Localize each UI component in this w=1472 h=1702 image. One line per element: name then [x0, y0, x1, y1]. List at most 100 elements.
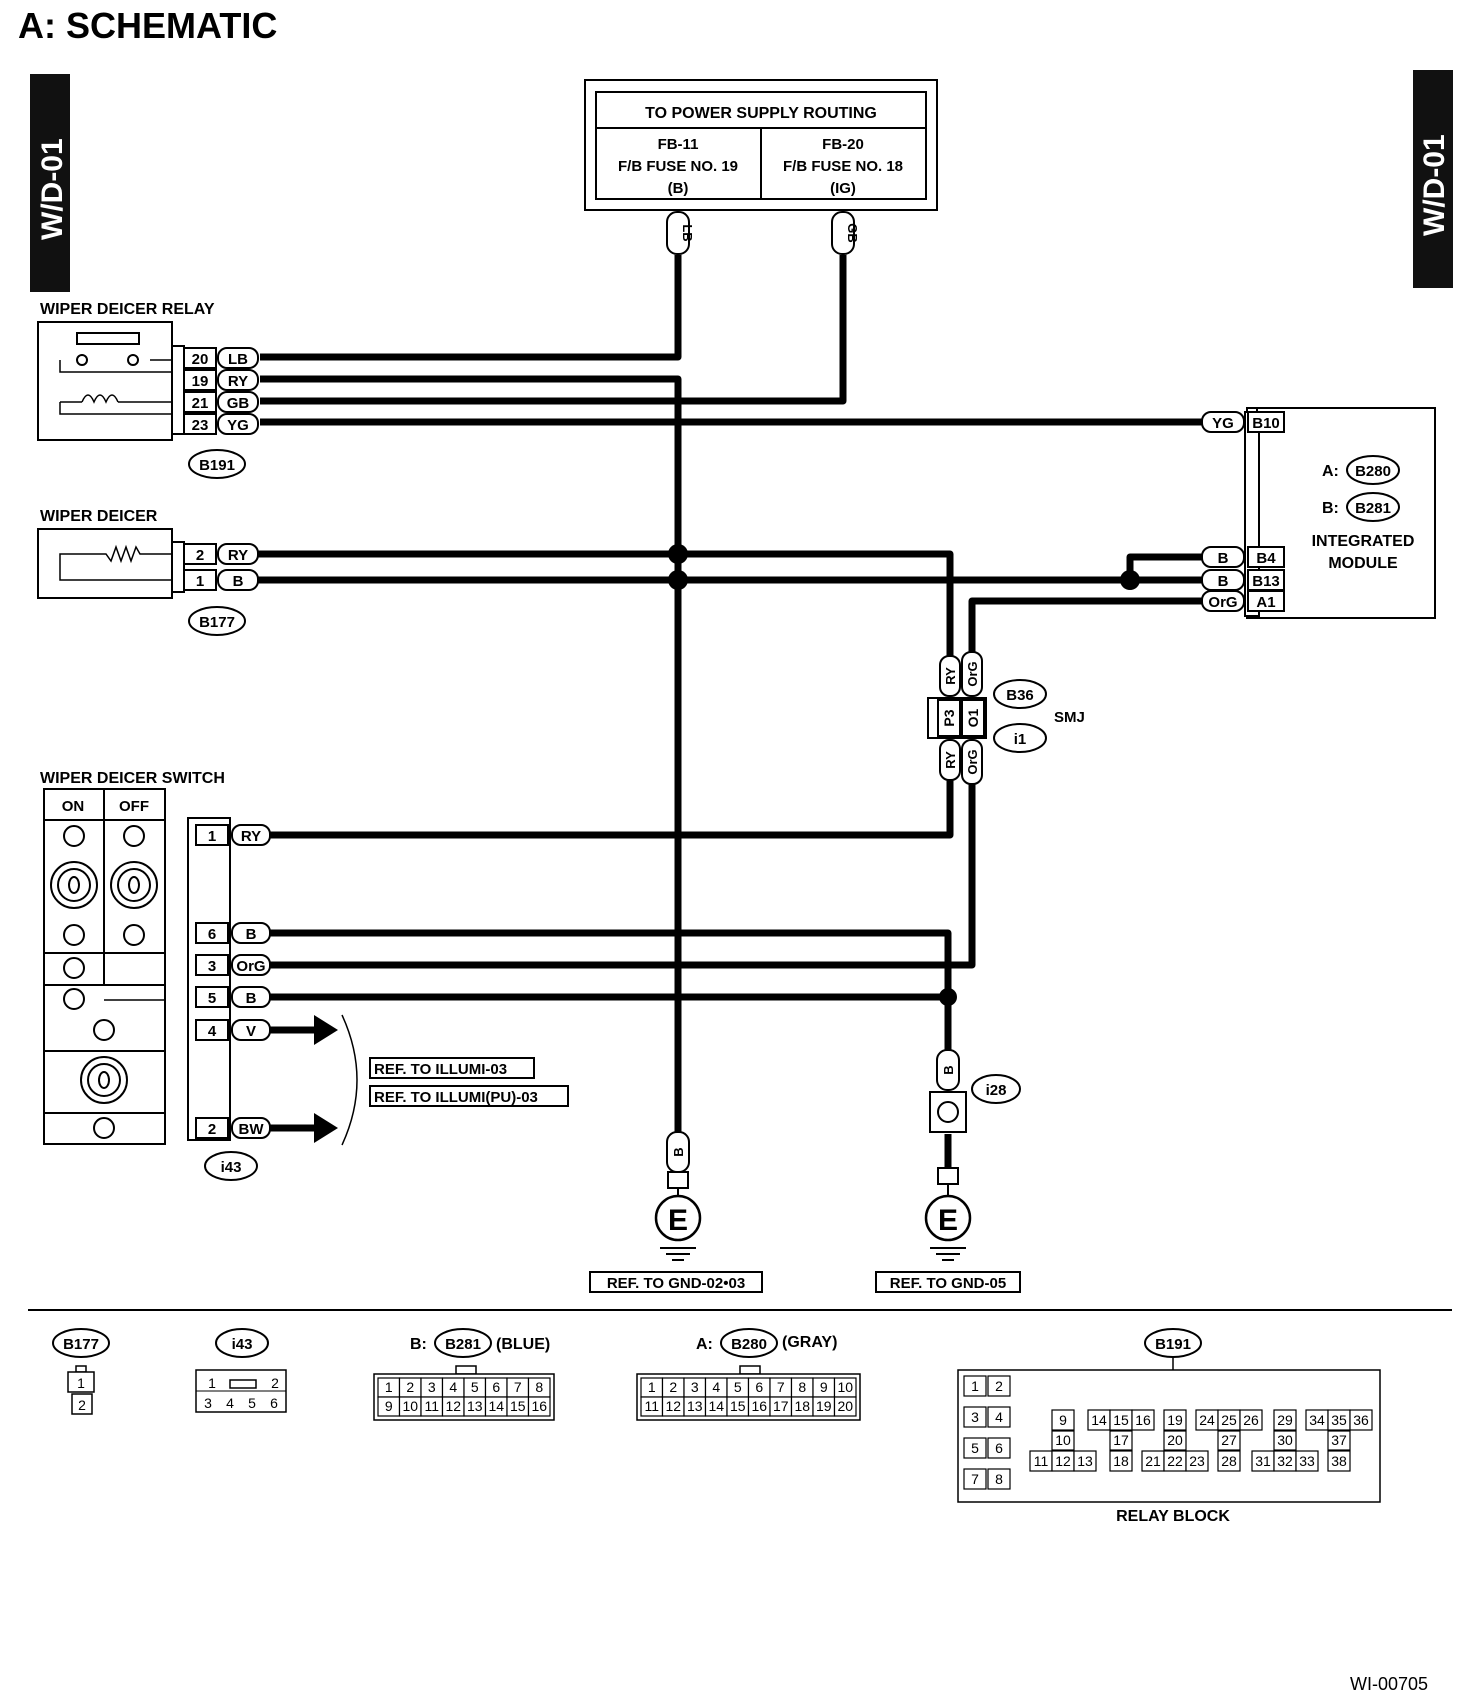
- b281-pin: 14: [488, 1398, 504, 1414]
- svg-text:23: 23: [192, 417, 209, 434]
- svg-text:B: B: [246, 926, 257, 943]
- b191-pin: 12: [1055, 1453, 1071, 1469]
- b191-pin: 19: [1167, 1412, 1183, 1428]
- svg-text:B: B: [671, 1147, 686, 1156]
- deicer-pins: 2 RY 1 B: [183, 543, 259, 591]
- b191-pin: 23: [1189, 1453, 1205, 1469]
- b191-cell: [1109, 1450, 1133, 1472]
- b280-pin: 9: [820, 1379, 828, 1395]
- b281-pin: 2: [406, 1379, 414, 1395]
- smj-label: SMJ: [1054, 709, 1085, 726]
- b191-pin: 26: [1243, 1412, 1259, 1428]
- b191-pin: 2: [995, 1378, 1003, 1394]
- smj-connector-top: B36: [1006, 687, 1034, 704]
- legend-i43: i43 1 2 3 4 5 6: [195, 1328, 287, 1413]
- svg-text:B10: B10: [1252, 415, 1280, 432]
- svg-text:3: 3: [204, 1395, 212, 1411]
- svg-text:3: 3: [208, 958, 216, 975]
- b191-cell: [1239, 1409, 1263, 1431]
- svg-text:RY: RY: [241, 828, 261, 845]
- power-right-line3: (IG): [830, 180, 856, 197]
- b191-cell: [987, 1406, 1011, 1428]
- svg-text:2: 2: [78, 1397, 86, 1413]
- b280-pin: 20: [837, 1398, 853, 1414]
- svg-text:V: V: [246, 1023, 256, 1040]
- svg-text:(BLUE): (BLUE): [496, 1336, 550, 1353]
- b191-cell: [987, 1437, 1011, 1459]
- svg-text:RY: RY: [943, 667, 958, 685]
- svg-text:2: 2: [196, 547, 204, 564]
- svg-text:YG: YG: [227, 417, 249, 434]
- b191-pin: 1: [971, 1378, 979, 1394]
- b191-pin: 24: [1199, 1412, 1215, 1428]
- b280-pin: 13: [687, 1398, 703, 1414]
- switch-pins: 1 RY 6 B 3 OrG 5 B 4 V 2 BW: [195, 824, 271, 1139]
- ref-illumi-03: REF. TO ILLUMI-03: [374, 1061, 507, 1078]
- b281-pin: 1: [385, 1379, 393, 1395]
- svg-text:B280: B280: [731, 1336, 767, 1353]
- deicer-connector-id: B177: [188, 606, 246, 636]
- svg-text:B13: B13: [1252, 573, 1280, 590]
- svg-text:OrG: OrG: [965, 749, 980, 774]
- b191-pin: 25: [1221, 1412, 1237, 1428]
- svg-text:(GRAY): (GRAY): [782, 1334, 837, 1351]
- svg-text:5: 5: [208, 990, 216, 1007]
- svg-text:1: 1: [208, 1375, 216, 1391]
- svg-text:B4: B4: [1256, 550, 1276, 567]
- svg-text:YG: YG: [1212, 415, 1234, 432]
- b280-pin: 10: [837, 1379, 853, 1395]
- b280-pin: 16: [751, 1398, 767, 1414]
- svg-text:19: 19: [192, 373, 209, 390]
- module-a-prefix: A:: [1322, 463, 1339, 480]
- deicer-label: WIPER DEICER: [40, 508, 158, 525]
- b280-pin: 14: [708, 1398, 724, 1414]
- switch-on-label: ON: [62, 798, 85, 815]
- b281-pin: 4: [449, 1379, 457, 1395]
- svg-text:B: B: [233, 573, 244, 590]
- relay-symbol: [37, 321, 185, 441]
- svg-text:GB: GB: [227, 395, 250, 412]
- b280-pin: 6: [755, 1379, 763, 1395]
- b191-cell: [1327, 1430, 1351, 1451]
- svg-text:4: 4: [208, 1023, 217, 1040]
- b191-pin: 10: [1055, 1432, 1071, 1448]
- b191-pin: 9: [1059, 1412, 1067, 1428]
- switch-label: WIPER DEICER SWITCH: [40, 770, 225, 787]
- deicer-symbol: [37, 528, 185, 599]
- module-name-2: MODULE: [1328, 555, 1398, 572]
- power-wire-tag-lb: LB: [666, 211, 695, 255]
- b280-pin: 1: [648, 1379, 656, 1395]
- b191-cell: [1349, 1409, 1373, 1431]
- b191-pin: 4: [995, 1409, 1003, 1425]
- b191-pin: 30: [1277, 1432, 1293, 1448]
- svg-text:B: B: [1218, 573, 1229, 590]
- svg-text:RY: RY: [943, 751, 958, 769]
- b191-pin: 34: [1309, 1412, 1325, 1428]
- b191-cell: [1217, 1430, 1241, 1451]
- diagram-id: WI-00705: [1350, 1674, 1428, 1694]
- b191-pin: 14: [1091, 1412, 1107, 1428]
- b191-cell: [1273, 1430, 1297, 1451]
- power-right-line1: FB-20: [822, 136, 864, 153]
- b191-cell: [1273, 1409, 1297, 1431]
- power-supply-box: TO POWER SUPPLY ROUTING FB-11 F/B FUSE N…: [584, 79, 938, 211]
- power-wire-tag-gb: GB: [831, 211, 860, 255]
- smj-joint: RY OrG P3 O1 RY OrG B36 i1 SMJ: [927, 651, 1085, 785]
- b191-cell: [1163, 1430, 1187, 1451]
- svg-text:1: 1: [196, 573, 204, 590]
- b280-pin: 4: [712, 1379, 720, 1395]
- b191-cell: [963, 1437, 987, 1459]
- svg-text:OrG: OrG: [965, 661, 980, 686]
- svg-text:OrG: OrG: [236, 958, 265, 975]
- svg-text:6: 6: [270, 1395, 278, 1411]
- b280-pin: 12: [665, 1398, 681, 1414]
- ref-gnd-02-03: REF. TO GND-02•03: [607, 1275, 745, 1292]
- b280-pin: 5: [734, 1379, 742, 1395]
- b191-pin: 37: [1331, 1432, 1347, 1448]
- b191-cell: [1109, 1430, 1133, 1451]
- b191-cell: [963, 1468, 987, 1490]
- b191-cell: [963, 1375, 987, 1397]
- power-left-line3: (B): [668, 180, 689, 197]
- svg-text:LB: LB: [680, 224, 695, 241]
